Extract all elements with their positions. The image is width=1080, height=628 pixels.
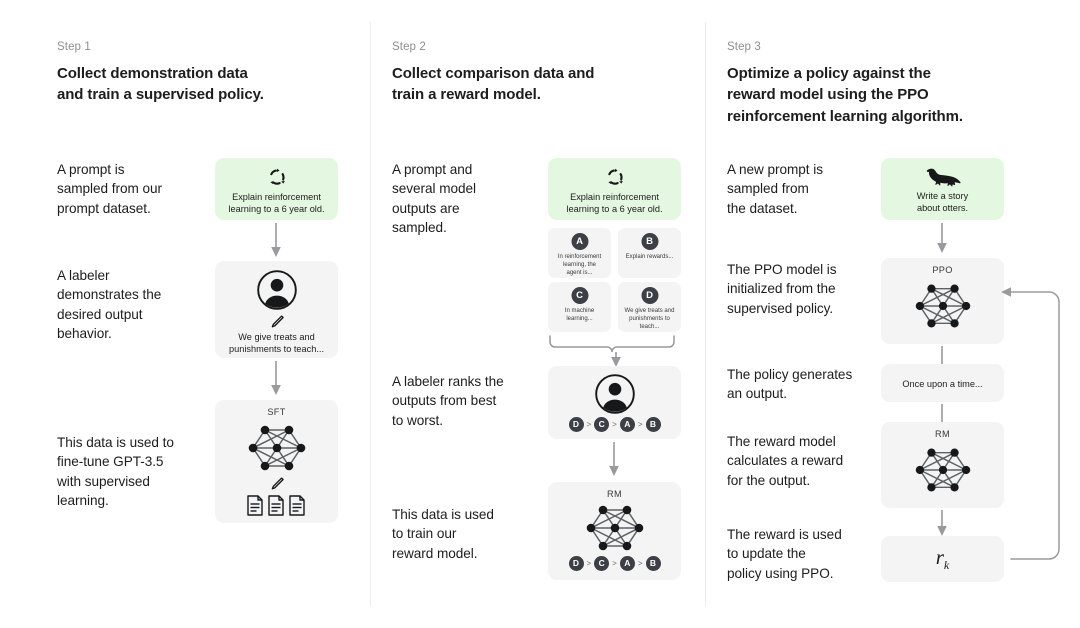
pencil-icon xyxy=(269,314,285,330)
option-card-b[interactable]: B Explain rewards... xyxy=(618,228,681,278)
rank-sep: > xyxy=(612,559,617,568)
rank-badge-2: C xyxy=(594,417,610,432)
step-1-title: Collect demonstration data and train a s… xyxy=(57,63,357,106)
rm-box[interactable]: RM xyxy=(548,482,681,580)
arrow-rm-to-reward xyxy=(932,510,952,538)
step-2-kicker: Step 2 xyxy=(392,41,426,53)
step-2-title-line1: Collect comparison data and xyxy=(392,65,595,82)
prompt-box-text: Explain reinforcement learning to a 6 ye… xyxy=(566,192,663,215)
rm-box[interactable]: RM xyxy=(881,422,1004,508)
step-2-caption-3: This data is used to train our reward mo… xyxy=(392,507,494,561)
step-2-caption-2: A labeler ranks the outputs from best to… xyxy=(392,374,504,428)
option-badge-a: A xyxy=(571,233,588,250)
prompt-box-text: Explain reinforcement learning to a 6 ye… xyxy=(228,192,325,215)
neural-network-icon xyxy=(912,444,974,496)
option-card-d[interactable]: D We give treats and punishments to teac… xyxy=(618,282,681,332)
arrow-ranking-to-rm xyxy=(604,442,624,478)
neural-network-icon xyxy=(245,421,309,475)
person-circle-icon xyxy=(256,269,298,311)
ranking-strip: D > C > A > B xyxy=(568,556,661,571)
column-divider-1 xyxy=(370,22,371,606)
rank-badge-1: D xyxy=(568,417,584,432)
new-prompt-box[interactable]: Write a story about otters. xyxy=(881,158,1004,220)
step-3-caption-2: The PPO model is initialized from the su… xyxy=(727,262,837,316)
option-text-c: In machine learning... xyxy=(564,308,595,323)
rank-sep: > xyxy=(612,420,617,429)
prompt-box[interactable]: Explain reinforcement learning to a 6 ye… xyxy=(548,158,681,220)
recycle-icon xyxy=(605,167,625,187)
arrow-labeler-to-sft xyxy=(266,361,286,397)
step-1-title-line1: Collect demonstration data xyxy=(57,65,248,82)
option-text-b: Explain rewards... xyxy=(625,254,674,260)
person-circle-icon xyxy=(594,373,636,415)
feedback-loop-arrow xyxy=(1001,284,1080,566)
documents-icon xyxy=(246,494,308,518)
rank-badge-3: A xyxy=(619,417,635,432)
step-3-title-line1: Optimize a policy against the xyxy=(727,65,931,82)
labeler-box-text: We give treats and punishments to teach.… xyxy=(229,332,324,355)
neural-network-icon xyxy=(583,501,647,555)
pencil-icon xyxy=(269,476,285,492)
step-1-caption-1: A prompt is sampled from our prompt data… xyxy=(57,162,162,216)
step-3-title-line2: reward model using the PPO xyxy=(727,86,929,104)
new-prompt-box-text: Write a story about otters. xyxy=(916,191,969,214)
brace-arrow-to-ranking xyxy=(546,334,686,368)
rank-sep: > xyxy=(637,420,643,429)
step-1-title-line2: and train a supervised policy. xyxy=(57,86,264,104)
step-3-column: Step 3 Optimize a policy against the rew… xyxy=(705,0,1080,628)
option-card-a[interactable]: A In reinforcement learning, the agent i… xyxy=(548,228,611,278)
ppo-box[interactable]: PPO xyxy=(881,258,1004,344)
step-2-title-line2: train a reward model. xyxy=(392,86,541,104)
recycle-icon xyxy=(267,167,287,187)
step-3-kicker: Step 3 xyxy=(727,41,761,53)
rank-badge-2: C xyxy=(594,556,610,571)
rank-sep: > xyxy=(586,420,592,429)
option-badge-c: C xyxy=(571,287,588,304)
step-2-title: Collect comparison data and train a rewa… xyxy=(392,63,692,106)
step-3-title: Optimize a policy against the reward mod… xyxy=(727,63,1057,127)
step-3-caption-1: A new prompt is sampled from the dataset… xyxy=(727,162,823,216)
rm-label: RM xyxy=(607,489,622,499)
ranking-strip: D > C > A > B xyxy=(568,417,661,432)
arrow-prompt-to-ppo xyxy=(932,223,952,255)
rank-sep: > xyxy=(637,559,643,568)
ppo-label: PPO xyxy=(932,265,953,275)
rank-sep: > xyxy=(586,559,592,568)
rank-badge-4: B xyxy=(645,417,661,432)
reward-subscript: k xyxy=(943,558,950,573)
arrow-prompt-to-labeler xyxy=(266,223,286,259)
rank-badge-3: A xyxy=(619,556,635,571)
option-text-a: In reinforcement learning, the agent is.… xyxy=(557,254,602,277)
step-2-caption-1: A prompt and several model outputs are s… xyxy=(392,162,476,235)
rank-badge-4: B xyxy=(645,556,661,571)
reward-symbol: r xyxy=(935,545,944,569)
option-card-c[interactable]: C In machine learning... xyxy=(548,282,611,332)
step-2-column: Step 2 Collect comparison data and train… xyxy=(370,0,705,628)
reward-value: rk xyxy=(881,545,1004,573)
step-3-caption-4: The reward model calculates a reward for… xyxy=(727,434,844,488)
neural-network-icon xyxy=(912,280,974,332)
rank-badge-1: D xyxy=(568,556,584,571)
column-divider-2 xyxy=(705,22,706,606)
reward-box[interactable]: rk xyxy=(881,536,1004,582)
step-1-caption-2: A labeler demonstrates the desired outpu… xyxy=(57,268,162,341)
step-1-kicker: Step 1 xyxy=(57,41,91,53)
step-3-caption-3: The policy generates an output. xyxy=(727,367,853,402)
otter-icon xyxy=(924,166,962,187)
option-text-d: We give treats and punishments to teach.… xyxy=(624,308,675,331)
step-3-caption-5: The reward is used to update the policy … xyxy=(727,527,842,581)
output-box-text: Once upon a time... xyxy=(902,379,983,389)
output-box[interactable]: Once upon a time... xyxy=(881,364,1004,402)
step-1-caption-3: This data is used to fine-tune GPT-3.5 w… xyxy=(57,435,174,508)
prompt-box[interactable]: Explain reinforcement learning to a 6 ye… xyxy=(215,158,338,220)
step-3-title-line3: reinforcement learning algorithm. xyxy=(727,107,963,125)
sft-label: SFT xyxy=(267,407,286,417)
option-badge-d: D xyxy=(641,287,658,304)
sft-box[interactable]: SFT xyxy=(215,400,338,523)
step-1-column: Step 1 Collect demonstration data and tr… xyxy=(0,0,370,628)
option-badge-b: B xyxy=(641,233,658,250)
labeler-ranking-box[interactable]: D > C > A > B xyxy=(548,366,681,439)
labeler-box[interactable]: We give treats and punishments to teach.… xyxy=(215,261,338,358)
rm-label: RM xyxy=(935,429,950,439)
